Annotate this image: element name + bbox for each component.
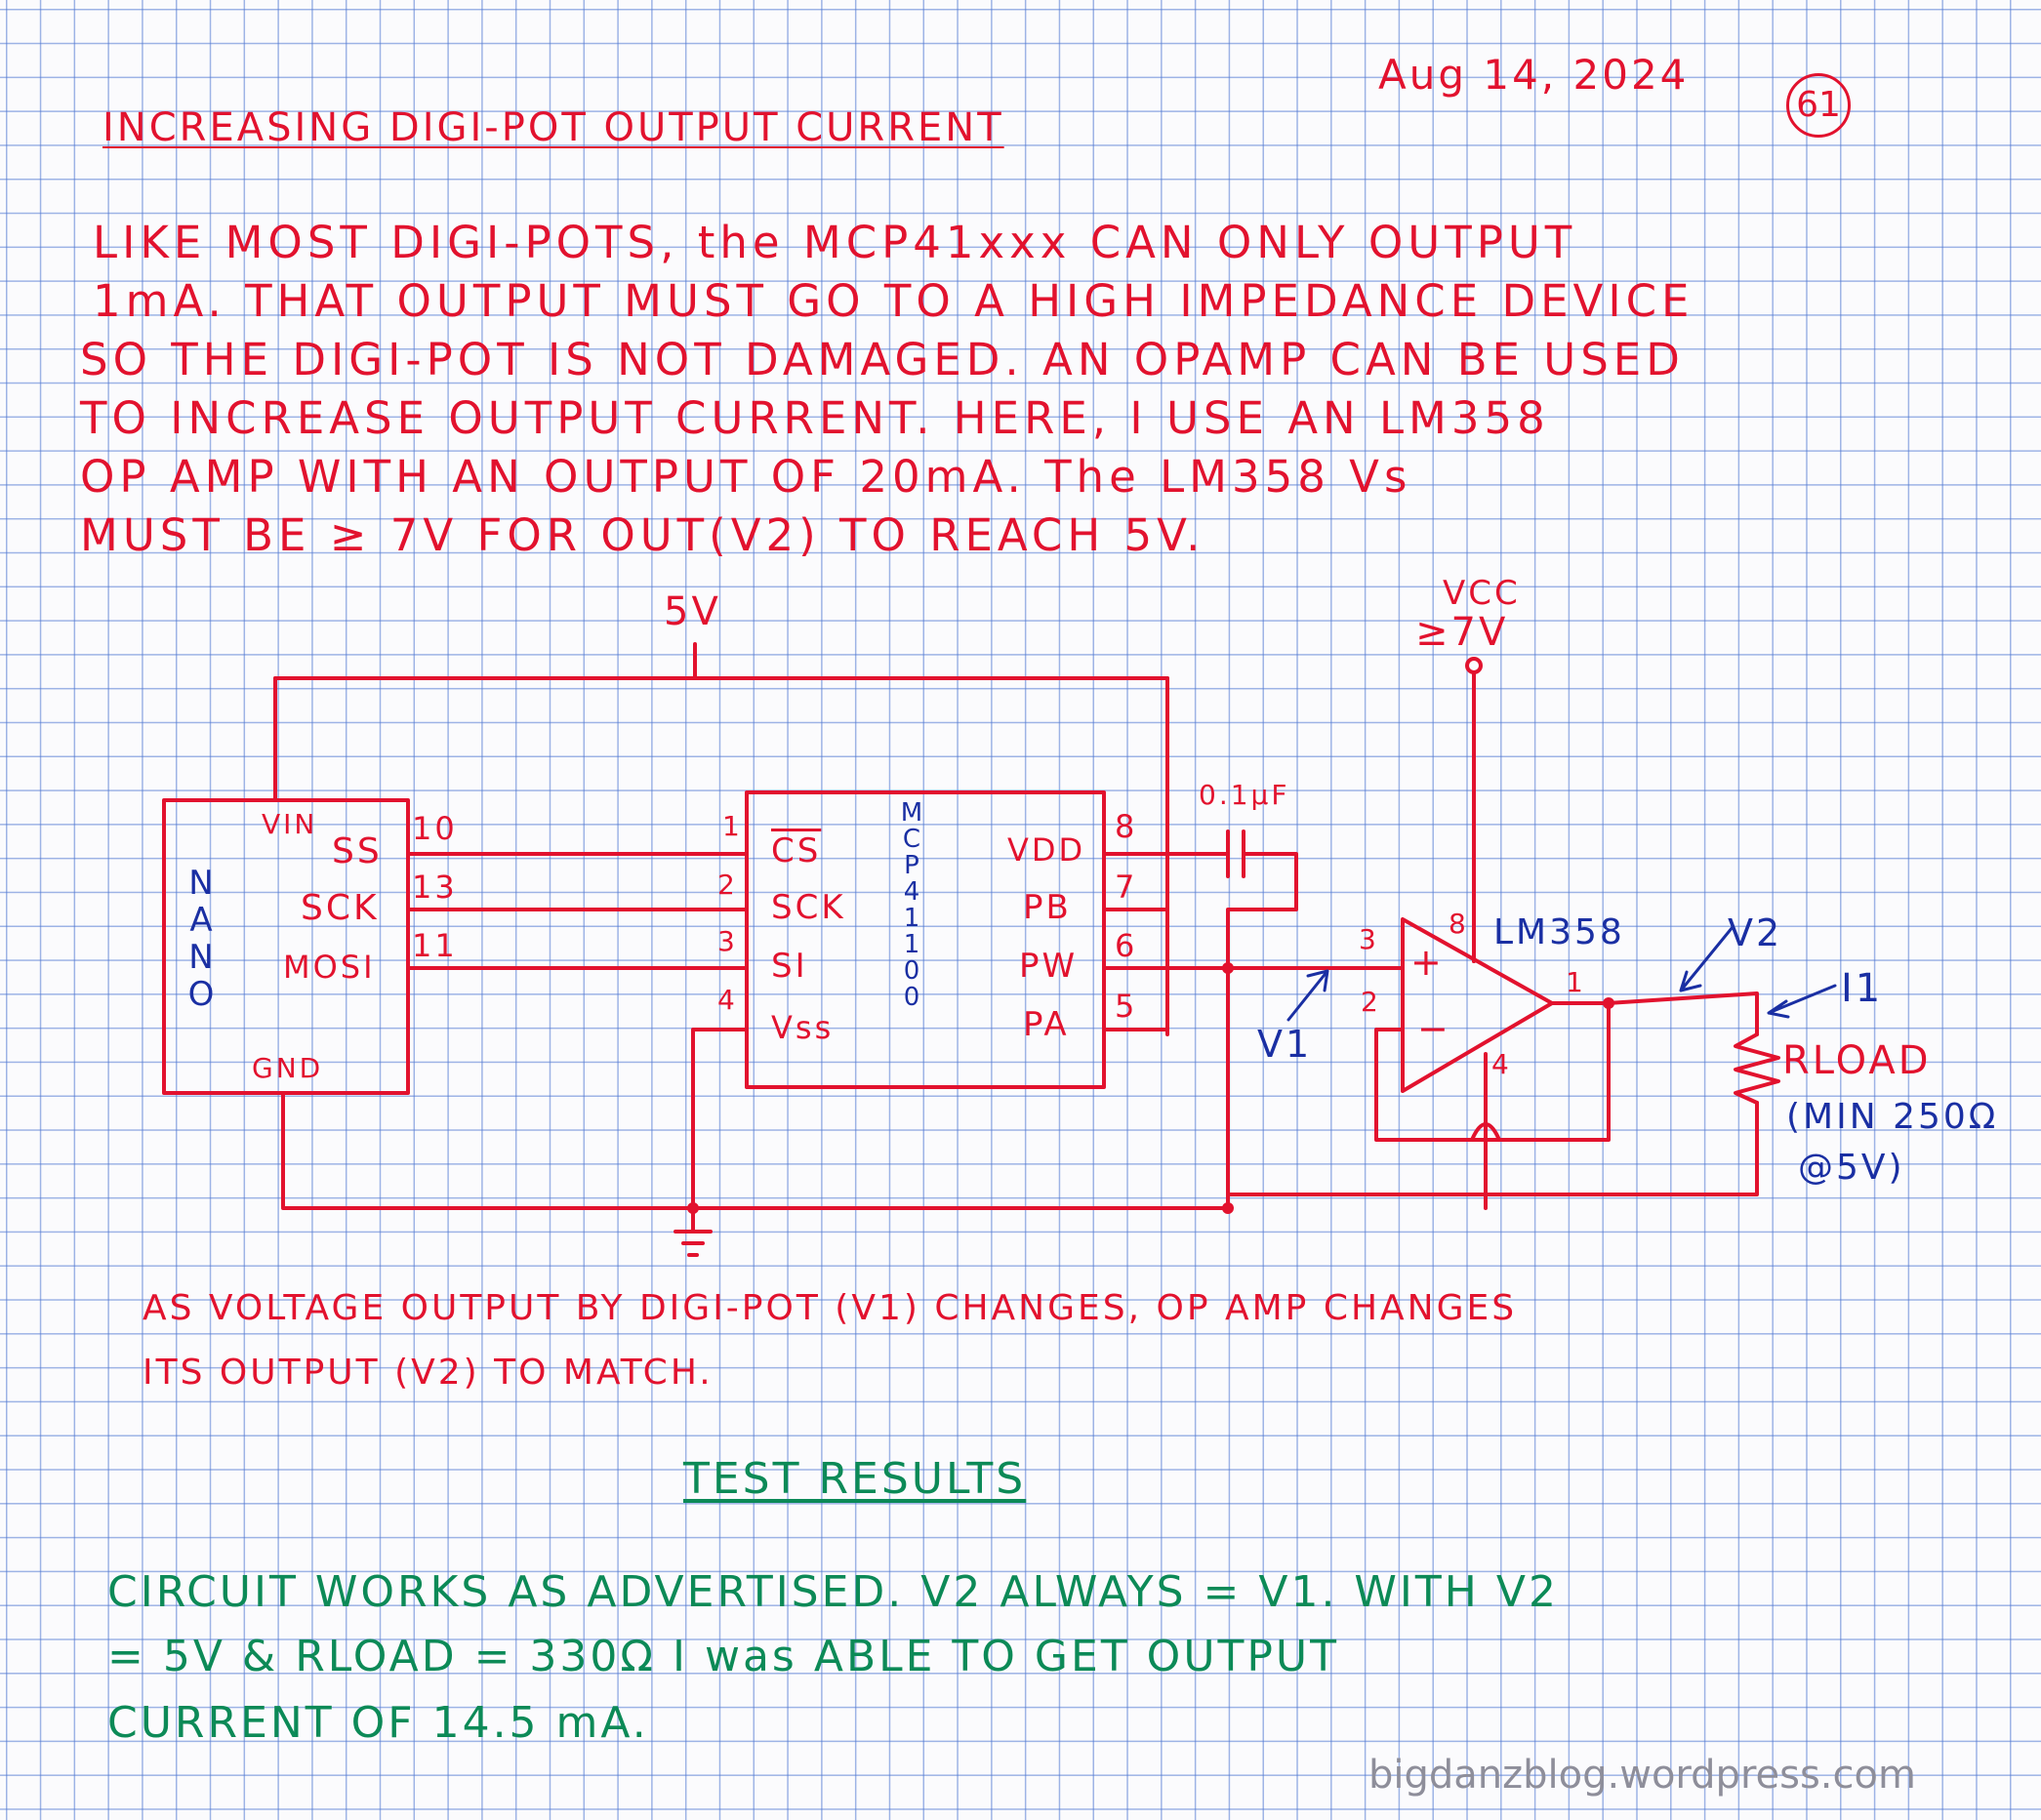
vcc-label: VCC [1443, 574, 1521, 613]
junction-ground [1222, 1202, 1234, 1214]
mcp-pin-si: SI [771, 947, 808, 986]
nano-pin-ss: SS [332, 831, 383, 871]
rload-note-line-2: @5V) [1798, 1148, 1905, 1188]
results-line: CURRENT OF 14.5 mA. [107, 1698, 649, 1748]
nano-name-letter: N [188, 938, 214, 977]
mcp-pin-8-number: 8 [1115, 808, 1138, 845]
mcp-pin-1-number: 1 [722, 810, 743, 842]
i1-label: I1 [1841, 966, 1884, 1011]
i1-arrow [1767, 984, 1837, 1019]
mcp-name-letter: C [902, 825, 921, 854]
mcp-pin-pw: PW [1019, 947, 1079, 986]
vcc-terminal [1465, 657, 1483, 674]
opamp-plus-sign: + [1410, 941, 1445, 984]
opamp-name: LM358 [1493, 912, 1625, 952]
mcp-pin-cs: CS [771, 831, 822, 870]
nano-gnd-label: GND [252, 1052, 324, 1084]
rload-label: RLOAD [1782, 1038, 1932, 1083]
rload-return [1226, 1101, 1759, 1196]
wire-inverting [1374, 1001, 1611, 1142]
opamp-pin-8: 8 [1449, 908, 1469, 940]
explanation-line: ITS OUTPUT (V2) TO MATCH. [143, 1353, 714, 1393]
mcp-pin-sck: SCK [771, 888, 846, 927]
nano-name-letter: O [187, 975, 215, 1014]
mcp-pin-pb: PB [1023, 888, 1072, 927]
mcp-name-letter: 1 [903, 904, 920, 933]
mcp-pin-5-number: 5 [1115, 988, 1138, 1025]
opamp-minus-sign: − [1417, 1007, 1451, 1050]
nano-pin-sck: SCK [301, 888, 380, 928]
junction-wiper [1222, 962, 1234, 974]
nano-pin-sck-number: 13 [412, 869, 458, 906]
opamp-body [1401, 917, 1554, 1093]
v1-arrow [1286, 969, 1329, 1022]
mcp-pin-3-number: 3 [717, 925, 738, 957]
mcp-body [745, 790, 1106, 1089]
nano-name: N A N O [184, 865, 219, 1013]
wire-vss [691, 1028, 749, 1210]
mcp-pin-vss: Vss [771, 1009, 835, 1046]
nano-body [162, 798, 410, 1095]
opamp-pin-1: 1 [1566, 966, 1586, 998]
intro-line: TO INCREASE OUTPUT CURRENT. HERE, I USE … [80, 392, 1550, 444]
intro-line: MUST BE ≥ 7V FOR OUT(V2) TO REACH 5V. [80, 509, 1205, 561]
opamp-pin-3: 3 [1359, 923, 1379, 955]
nano-name-letter: A [189, 901, 213, 940]
v2-label: V2 [1728, 911, 1783, 954]
results-heading: TEST RESULTS [683, 1454, 1027, 1504]
wire-output [1550, 991, 1759, 1036]
mcp-pin-4-number: 4 [717, 984, 738, 1016]
mcp-pin-6-number: 6 [1115, 927, 1138, 964]
rload-zigzag [1734, 1032, 1780, 1105]
vcc-value: ≥7V [1415, 610, 1509, 655]
rload-note-line-1: (MIN 250Ω [1786, 1097, 1999, 1137]
nano-vin-label: VIN [262, 808, 318, 840]
opamp-pin-2: 2 [1361, 986, 1381, 1018]
junction-output [1603, 997, 1614, 1009]
page-title: INCREASING DIGI-POT OUTPUT CURRENT [102, 105, 1004, 150]
explanation-line: AS VOLTAGE OUTPUT BY DIGI-POT (V1) CHANG… [143, 1288, 1518, 1328]
ground-bus [281, 1091, 1230, 1210]
supply-5v-label: 5V [664, 589, 721, 634]
mcp-name-letter: 0 [903, 983, 920, 1012]
results-line: = 5V & RLOAD = 330Ω I was ABLE TO GET OU… [107, 1632, 1340, 1681]
nano-pin-mosi-number: 11 [412, 927, 458, 964]
capacitor-label: 0.1μF [1199, 779, 1290, 811]
mcp-name-letter: P [904, 851, 919, 880]
watermark: bigdanzblog.wordpress.com [1368, 1753, 1916, 1798]
mcp-name-letter: 1 [903, 930, 920, 959]
page-date: Aug 14, 2024 [1378, 51, 1690, 99]
mcp-pin-7-number: 7 [1115, 869, 1138, 906]
mcp-name: M C P 4 1 1 0 0 [898, 800, 925, 1011]
nano-pin-ss-number: 10 [412, 810, 458, 847]
intro-line: LIKE MOST DIGI-POTS, the MCP41xxx CAN ON… [93, 217, 1577, 268]
mcp-pin-pa: PA [1023, 1005, 1070, 1044]
mcp-pin-2-number: 2 [717, 869, 738, 901]
mcp-name-letter: 4 [903, 877, 920, 907]
intro-line: OP AMP WITH AN OUTPUT OF 20mA. The LM358… [80, 451, 1412, 503]
mcp-name-letter: M [900, 798, 923, 828]
nano-pin-mosi: MOSI [283, 949, 376, 986]
nano-name-letter: N [188, 864, 214, 903]
page-number: 61 [1786, 73, 1851, 138]
intro-line: 1mA. THAT OUTPUT MUST GO TO A HIGH IMPED… [93, 275, 1694, 327]
intro-line: SO THE DIGI-POT IS NOT DAMAGED. AN OPAMP… [80, 334, 1685, 385]
results-line: CIRCUIT WORKS AS ADVERTISED. V2 ALWAYS =… [107, 1567, 1559, 1617]
mcp-name-letter: 0 [903, 956, 920, 986]
opamp-pin-4: 4 [1491, 1048, 1512, 1080]
v1-label: V1 [1257, 1023, 1313, 1066]
v2-arrow [1679, 925, 1735, 992]
feedback-hop [1470, 1122, 1501, 1142]
junction-vss-ground [687, 1202, 699, 1214]
mcp-pin-vdd: VDD [1007, 831, 1086, 869]
